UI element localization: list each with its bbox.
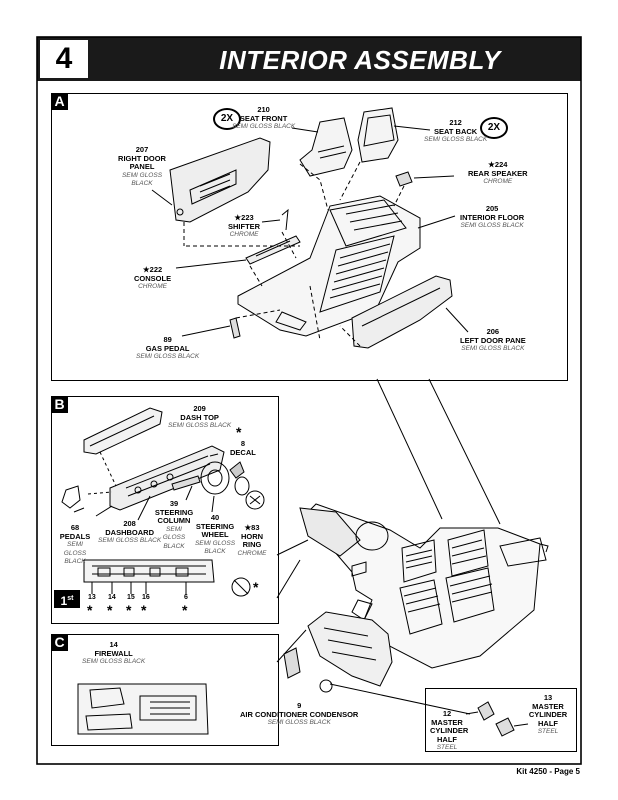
first-step-badge: 1st: [54, 590, 80, 608]
callout-star-15: *: [126, 602, 132, 618]
decal-star: *: [236, 424, 242, 440]
panel-b-tag: B: [51, 396, 68, 413]
callout-star-13: *: [87, 602, 93, 618]
firewall-part-drawing: [307, 611, 393, 687]
master-cylinder-inset: [425, 688, 577, 752]
callout-star-16: *: [141, 602, 147, 618]
right-door-panel-drawing: [169, 137, 271, 223]
seat-back-drawing: [357, 107, 399, 163]
callout-star-14: *: [107, 602, 113, 618]
dash-top-drawing: [83, 407, 163, 455]
panel-c-tag: C: [51, 634, 68, 651]
quantity-badge-seat-front: 2X: [213, 108, 241, 130]
step-number: 4: [40, 40, 88, 78]
callout-star-6: *: [182, 602, 188, 618]
step-header-bar: [37, 37, 581, 81]
page-footer: Kit 4250 - Page 5: [516, 767, 580, 776]
no-paint-star: *: [253, 579, 259, 595]
callout-6: 6: [184, 594, 188, 601]
callout-14: 14: [108, 594, 116, 601]
dashboard-front-view: [83, 559, 215, 583]
panel-c-firewall-drawing: [77, 683, 209, 735]
panel-b: [51, 396, 279, 624]
dashboard-drawing: [109, 445, 225, 511]
assembled-interior-drawing: [299, 503, 549, 669]
callout-13: 13: [88, 594, 96, 601]
interior-floor-drawing: [237, 195, 421, 337]
panel-a-tag: A: [51, 93, 68, 110]
callout-16: 16: [142, 594, 150, 601]
callout-15: 15: [127, 594, 135, 601]
left-door-panel-drawing: [351, 275, 453, 349]
page-title: INTERIOR ASSEMBLY: [219, 45, 501, 75]
quantity-badge-seat-back: 2X: [480, 117, 508, 139]
seat-front-drawing: [299, 117, 353, 177]
